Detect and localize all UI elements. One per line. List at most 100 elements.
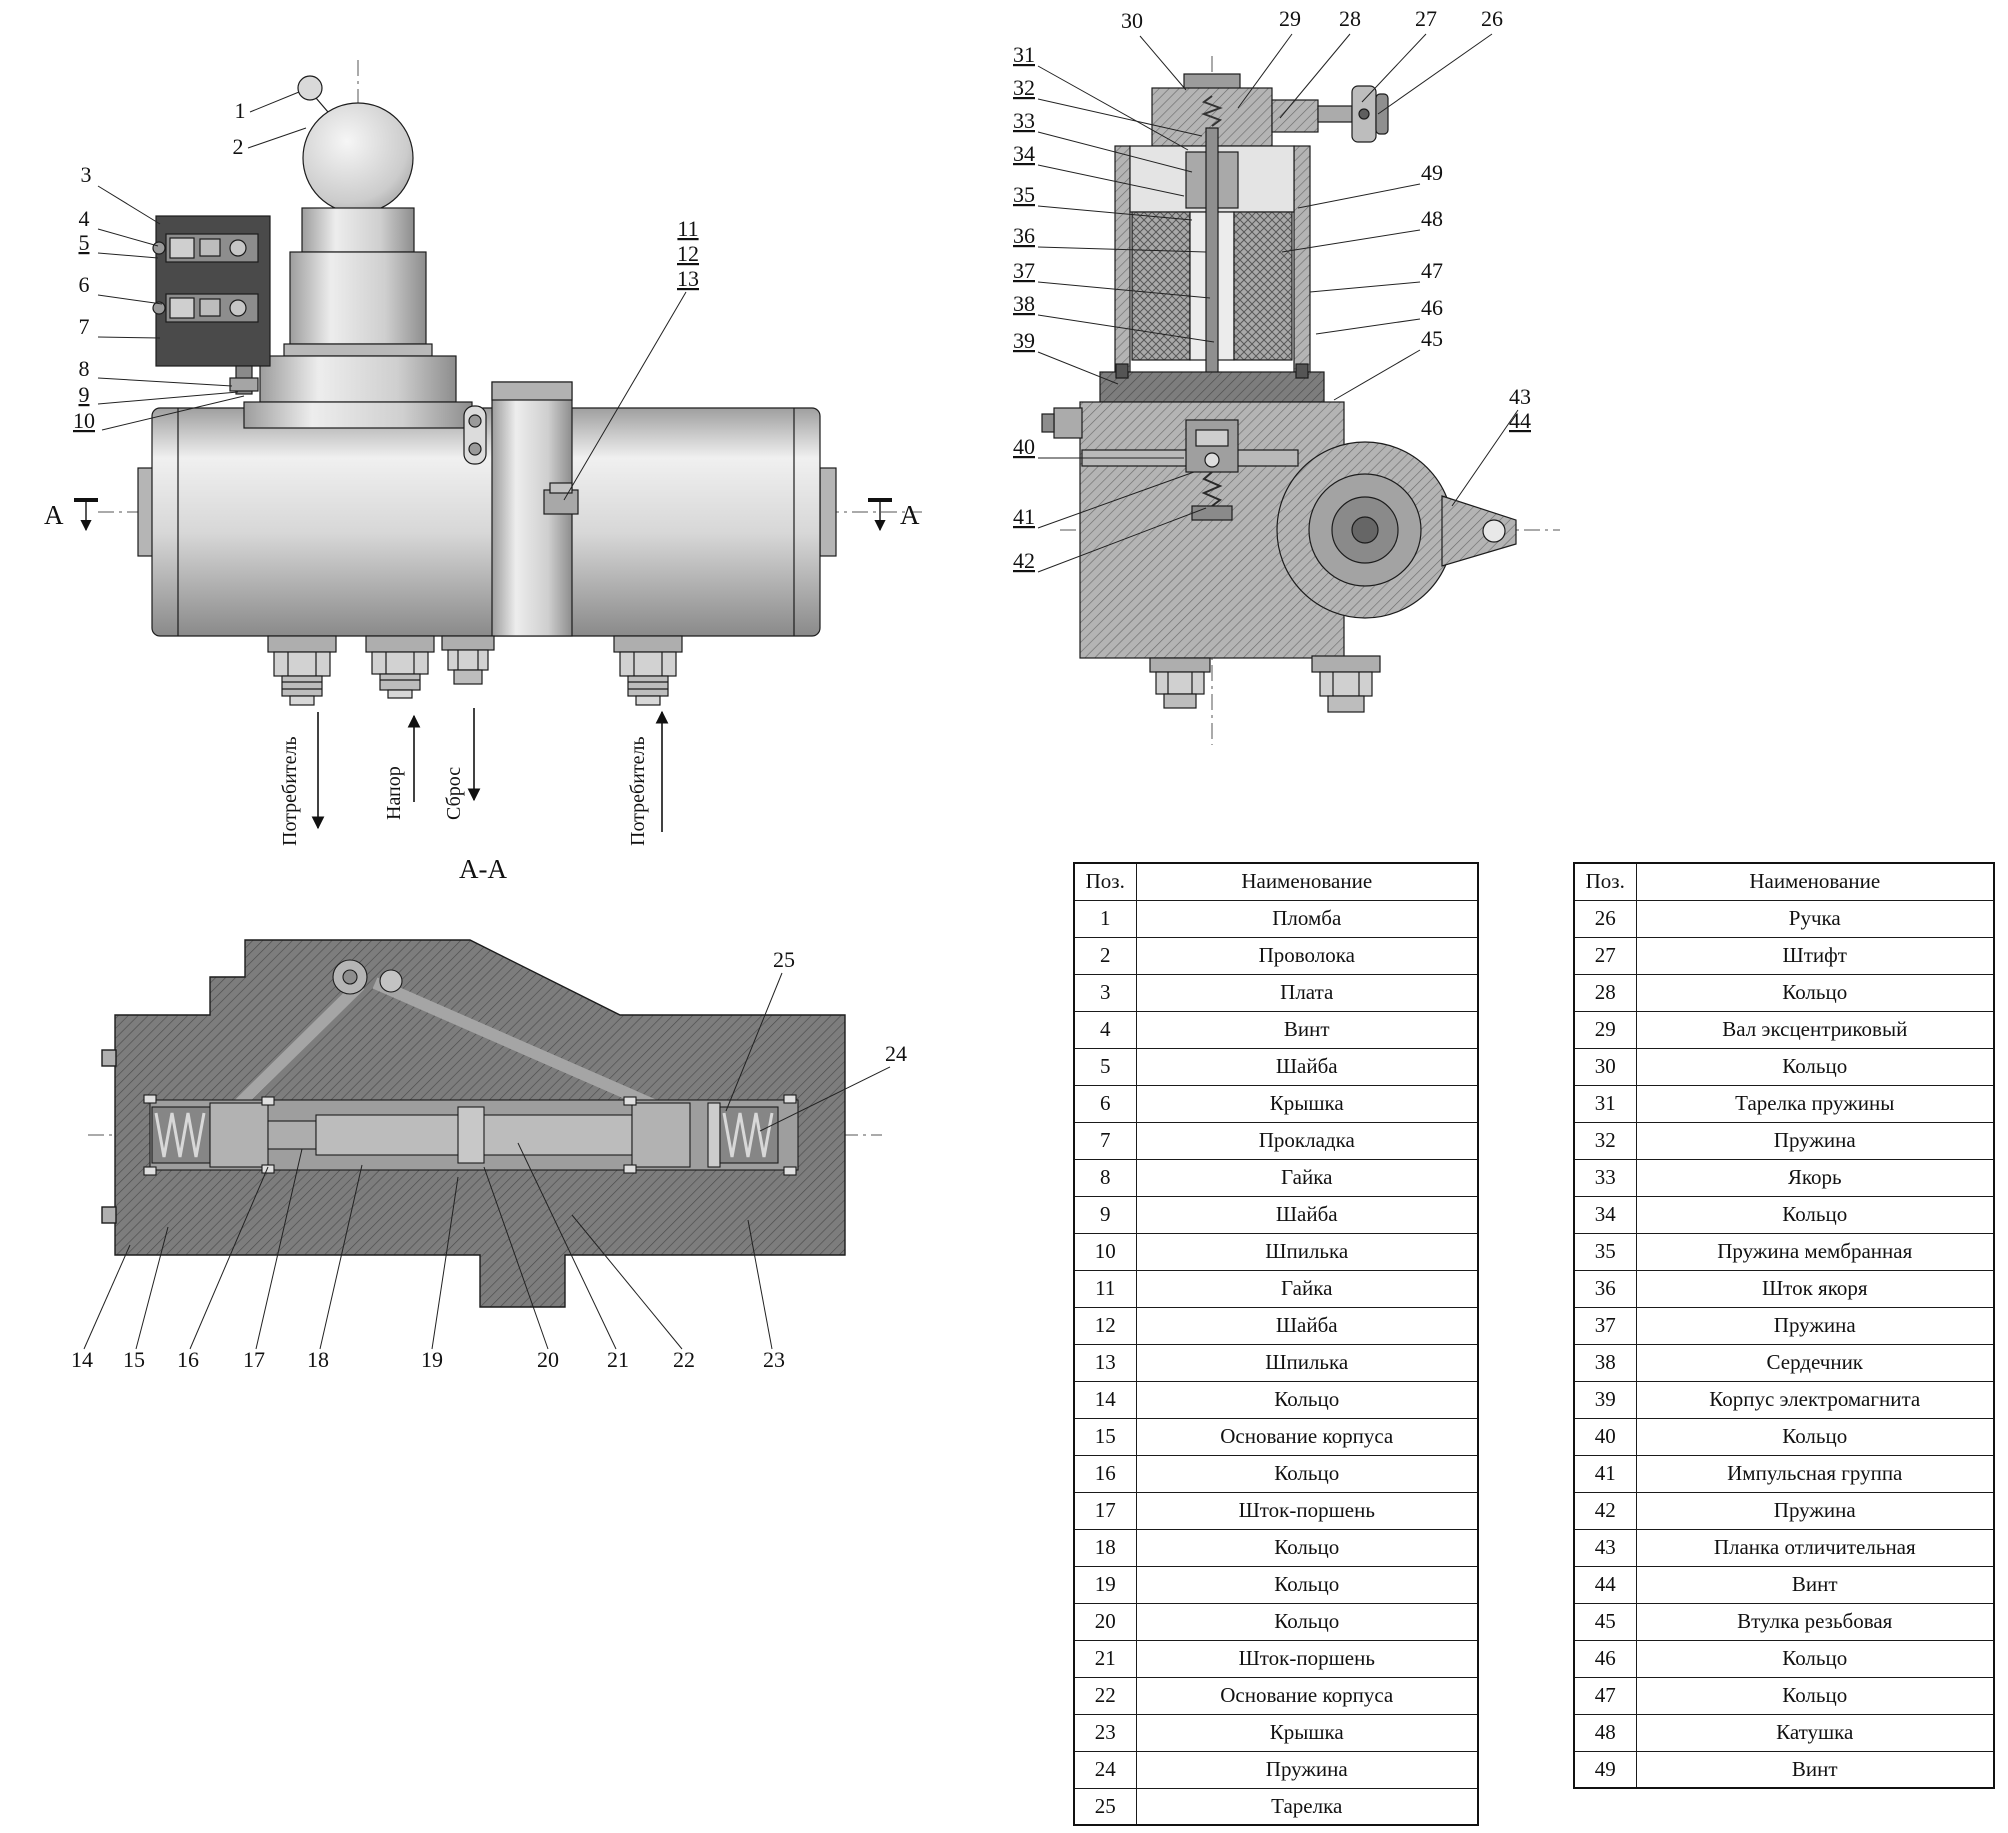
table-cell: 32 [1573,1121,1637,1160]
callout-26: 26 [1481,6,1503,31]
table-cell: Кольцо [1135,1454,1479,1493]
table-cell: Гайка [1135,1158,1479,1197]
table-cell: Плата [1135,973,1479,1012]
section-title: А-А [459,854,507,884]
table-cell: 43 [1573,1528,1637,1567]
callout-46: 46 [1421,295,1443,320]
electromagnet-bottom-ports [1149,655,1381,713]
table-cell: 2 [1073,936,1137,975]
table-cell: 45 [1573,1602,1637,1641]
valve-main-body [137,407,837,637]
table-cell: Шайба [1135,1195,1479,1234]
table-cell: 6 [1073,1084,1137,1123]
table-cell: 39 [1573,1380,1637,1419]
electromagnet-lower-housing [1041,401,1517,659]
callout-22: 22 [673,1347,695,1372]
table-cell: Планка отличительная [1635,1528,1995,1567]
table-cell: 49 [1573,1750,1637,1789]
callout-13: 13 [677,266,699,291]
table-cell: 27 [1573,936,1637,975]
callout-49: 49 [1421,160,1443,185]
callout-45: 45 [1421,326,1443,351]
flow-arrows [311,708,669,832]
table-cell: 28 [1573,973,1637,1012]
seal-detail [297,75,323,101]
callout-numbers: 25 24 14 15 16 17 18 19 20 21 22 23 [71,947,907,1372]
table-cell: Проволока [1135,936,1479,975]
callout-6: 6 [79,272,90,297]
table-cell: Втулка резьбовая [1635,1602,1995,1641]
table-cell: Крышка [1135,1713,1479,1752]
table-cell: Шток якоря [1635,1269,1995,1308]
callout-29: 29 [1279,6,1301,31]
pos-column-header: Поз. [1073,862,1137,901]
impulse-group [1081,419,1299,521]
callout-21: 21 [607,1347,629,1372]
table-cell: 18 [1073,1528,1137,1567]
table-cell: 48 [1573,1713,1637,1752]
table-cell: 31 [1573,1084,1637,1123]
callout-34: 34 [1013,141,1035,166]
table-cell: Катушка [1635,1713,1995,1752]
table-cell: Шток-поршень [1135,1491,1479,1530]
table-header-row: Поз. Наименование [1573,862,1995,901]
table-cell: Штифт [1635,936,1995,975]
callout-5: 5 [79,230,90,255]
table-cell: Основание корпуса [1135,1417,1479,1456]
table-cell: 35 [1573,1232,1637,1271]
table-cell: Импульсная группа [1635,1454,1995,1493]
bottom-ports [267,635,683,706]
table-cell: Шайба [1135,1047,1479,1086]
table-cell: Ручка [1635,899,1995,938]
table-cell: Кольцо [1135,1528,1479,1567]
callout-38: 38 [1013,291,1035,316]
table-cell: Кольцо [1635,1047,1995,1086]
table-cell: Корпус электромагнита [1635,1380,1995,1419]
callout-25: 25 [773,947,795,972]
callout-41: 41 [1013,504,1035,529]
table-cell: 30 [1573,1047,1637,1086]
pos-column-header: Поз. [1573,862,1637,901]
table-cell: 42 [1573,1491,1637,1530]
callout-28: 28 [1339,6,1361,31]
table-cell: 16 [1073,1454,1137,1493]
callout-numbers: 30 29 28 27 26 31 32 33 34 35 36 37 38 3… [1013,6,1531,573]
table-cell: Шпилька [1135,1343,1479,1382]
callout-14: 14 [71,1347,93,1372]
port-label-consumer-left: Потребитель [279,736,301,846]
table-cell: 23 [1073,1713,1137,1752]
callout-16: 16 [177,1347,199,1372]
left-spring [154,1112,206,1158]
handle-pin [1358,108,1370,120]
valve-top-dome [243,75,473,429]
table-cell: 7 [1073,1121,1137,1160]
table-cell: Крышка [1135,1084,1479,1123]
table-cell: Сердечник [1635,1343,1995,1382]
name-column-header: Наименование [1635,862,1995,901]
port-label-consumer-right: Потребитель [627,736,649,846]
table-cell: Кольцо [1635,973,1995,1012]
table-cell: Кольцо [1635,1676,1995,1715]
table-cell: Пружина [1635,1491,1995,1530]
table-cell: Винт [1135,1010,1479,1049]
callout-48: 48 [1421,206,1443,231]
